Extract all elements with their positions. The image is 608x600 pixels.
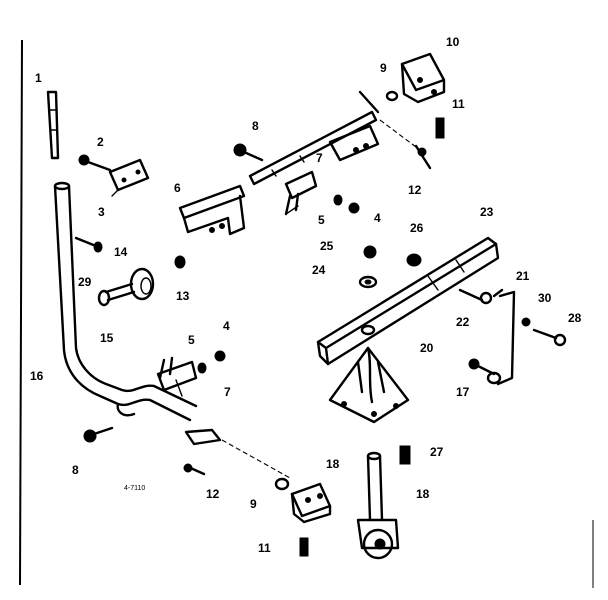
callout-18-lower: 18 [416,487,430,501]
part-nut-25 [363,245,377,259]
part-screw-29 [74,236,103,253]
callout-8-upper: 8 [252,119,259,133]
callout-23: 23 [480,205,494,219]
part-caster-plate-20 [328,346,410,424]
part-pin-22 [458,288,493,305]
callout-15: 15 [100,331,114,345]
callout-14: 14 [114,245,128,259]
part-clip-7-upper [284,170,318,216]
callout-7-upper: 7 [316,151,323,165]
callout-11-lower: 11 [258,541,271,555]
part-washer-9-upper [385,90,399,102]
part-nut-5-upper [333,194,343,206]
callout-27: 27 [430,445,444,459]
part-bolt-11-upper [435,117,445,139]
part-mount-block-10 [400,52,446,104]
callout-3: 3 [98,205,105,219]
part-washer-30 [521,317,531,327]
callout-5-lower: 5 [188,333,195,347]
part-washer-4-upper [348,202,360,214]
part-link-21 [486,288,516,386]
part-screw-17 [468,358,496,376]
callout-24: 24 [312,263,326,277]
callout-22: 22 [456,315,470,329]
part-lower-connector [184,428,291,479]
callout-20: 20 [420,341,434,355]
callout-4-upper: 4 [374,211,381,225]
part-washer-24 [358,275,378,289]
callout-30: 30 [538,291,552,305]
callout-8-lower: 8 [72,463,79,477]
callout-5-upper: 5 [318,213,325,227]
callout-11-upper: 11 [452,97,465,111]
callout-21: 21 [516,269,530,283]
part-screw-8-lower [83,426,114,443]
callout-9-lower: 9 [250,497,257,511]
callout-9-upper: 9 [380,61,387,75]
callout-1: 1 [35,71,42,85]
part-pin-12-lower [183,463,206,476]
part-bolt-27 [399,445,411,465]
callout-17: 17 [456,385,470,399]
callout-13: 13 [176,289,190,303]
callout-28: 28 [568,311,582,325]
callout-25: 25 [320,239,334,253]
part-pin-12-upper [414,144,432,170]
part-wheel-14 [97,267,155,307]
callout-18-upper: 18 [326,457,340,471]
callout-10: 10 [446,35,460,49]
part-caster-19 [356,451,400,560]
part-nut-5-lower [197,362,207,374]
left-border-line [19,39,23,586]
part-bolt-28 [532,328,567,347]
part-nut-13 [174,255,186,269]
part-bracket-upper-right [328,124,380,162]
callout-12-lower: 12 [206,487,220,501]
part-nut-26 [406,253,422,267]
part-bolt-11-lower [299,537,309,557]
part-screw-8-upper [233,143,264,162]
part-screw-2 [78,154,112,172]
part-washer-9-lower [274,477,290,491]
part-handle-lever [53,181,198,422]
callout-16: 16 [30,369,44,383]
callout-29: 29 [78,275,92,289]
callout-12-upper: 12 [408,183,422,197]
part-bracket-6 [178,184,246,236]
part-washer-4-lower [214,350,226,362]
callout-7-lower: 7 [224,385,231,399]
callout-6: 6 [174,181,181,195]
callout-2: 2 [97,135,104,149]
callout-26: 26 [410,221,424,235]
callout-4-lower: 4 [223,319,230,333]
part-frame-rail-23 [316,236,500,366]
part-mount-block-18 [290,482,332,524]
part-clip-7-lower [156,356,198,397]
part-handle-grip [46,90,60,160]
drawing-number: 4-7110 [124,485,145,492]
part-bracket-3 [108,158,150,197]
part-upper-shaft [248,90,421,186]
